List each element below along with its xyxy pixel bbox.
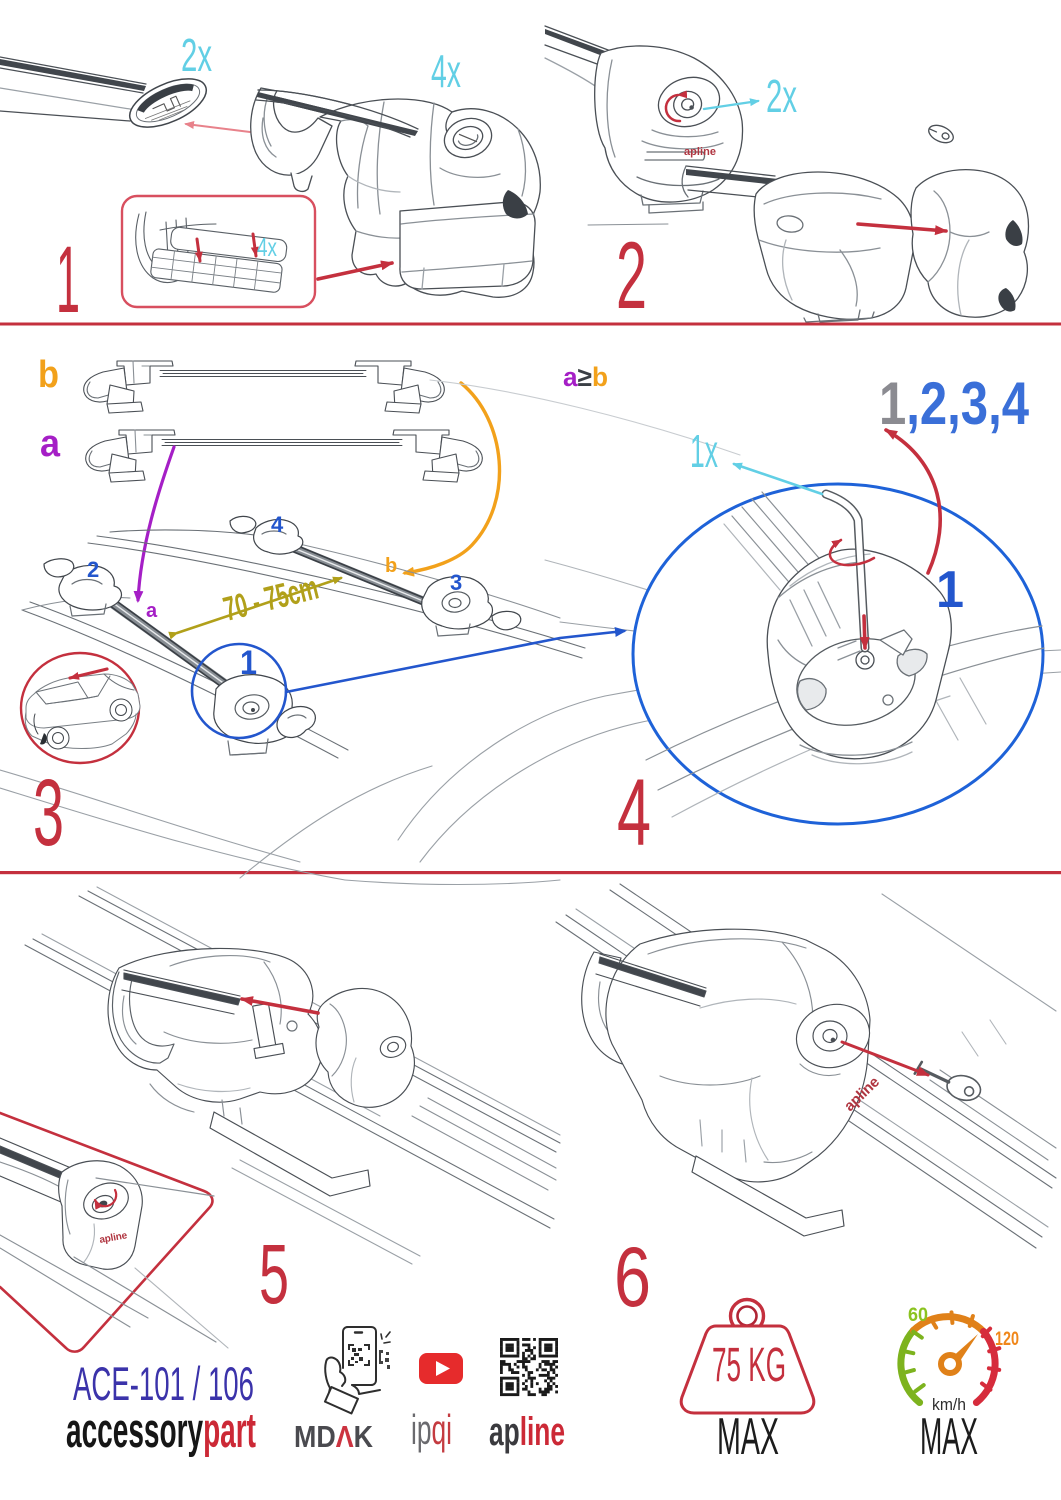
- svg-text:4: 4: [271, 512, 284, 537]
- svg-text:b: b: [38, 354, 59, 396]
- svg-text:4: 4: [617, 760, 651, 866]
- svg-text:4x: 4x: [431, 45, 461, 97]
- svg-text:6: 6: [614, 1230, 651, 1324]
- svg-text:1x: 1x: [690, 425, 718, 477]
- svg-text:km/h: km/h: [932, 1395, 966, 1414]
- svg-text:a: a: [146, 600, 158, 622]
- svg-text:a≥b: a≥b: [563, 362, 608, 392]
- svg-text:75 KG: 75 KG: [712, 1339, 786, 1392]
- svg-text:60: 60: [908, 1305, 928, 1326]
- svg-text:MDΛK: MDΛK: [294, 1419, 374, 1454]
- svg-text:3: 3: [33, 760, 64, 866]
- svg-text:apline: apline: [489, 1410, 565, 1454]
- svg-text:5: 5: [259, 1227, 289, 1321]
- svg-text:b: b: [385, 555, 397, 577]
- svg-text:2: 2: [87, 557, 99, 582]
- svg-text:apline: apline: [684, 146, 716, 158]
- svg-text:3: 3: [450, 570, 462, 595]
- svg-text:1: 1: [936, 561, 964, 619]
- svg-text:1: 1: [56, 227, 80, 333]
- svg-text:MAX: MAX: [920, 1408, 978, 1466]
- svg-text:120: 120: [995, 1329, 1019, 1350]
- svg-text:ipqi: ipqi: [411, 1406, 452, 1453]
- svg-text:2x: 2x: [181, 29, 212, 81]
- svg-text:a: a: [40, 423, 61, 465]
- svg-text:apline: apline: [99, 1230, 129, 1246]
- svg-text:1,2,3,4: 1,2,3,4: [879, 370, 1030, 437]
- svg-text:1: 1: [240, 644, 257, 682]
- svg-text:2x: 2x: [766, 70, 797, 122]
- svg-text:accessorypart: accessorypart: [66, 1404, 256, 1458]
- svg-text:ACE-101 / 106: ACE-101 / 106: [73, 1357, 254, 1410]
- svg-text:2: 2: [616, 223, 647, 329]
- svg-text:MAX: MAX: [717, 1408, 779, 1466]
- svg-text:4x: 4x: [257, 232, 277, 262]
